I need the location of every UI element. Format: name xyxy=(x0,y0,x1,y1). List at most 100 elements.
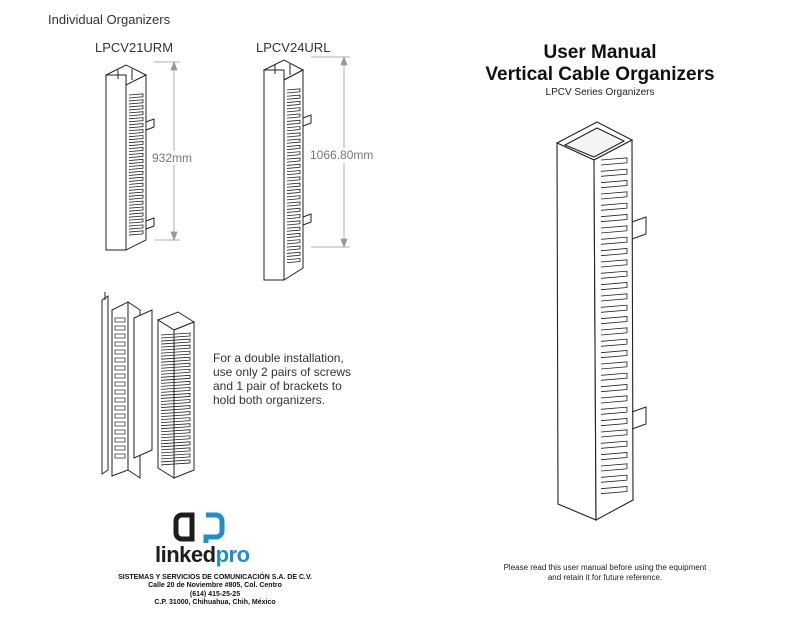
company-phone: (614) 415-25-25 xyxy=(189,590,241,598)
slot-outline xyxy=(286,251,301,257)
slot-outline xyxy=(600,327,628,336)
slot-outline xyxy=(286,144,301,150)
slot-outline xyxy=(114,389,126,395)
slot-outline xyxy=(286,88,301,94)
height-label-lpcv24url: 1066.80mm xyxy=(308,148,376,162)
slot-outline xyxy=(160,441,191,448)
slot-outline xyxy=(286,157,301,163)
slot-outline xyxy=(114,349,126,355)
slot-outline xyxy=(160,459,191,466)
slot-outline xyxy=(128,164,144,170)
slot-outline xyxy=(600,452,628,461)
slot-outline xyxy=(286,207,301,213)
brand-name: linkedpro xyxy=(155,542,250,568)
slot-outline xyxy=(600,440,628,449)
slot-outline xyxy=(286,132,301,138)
slot-outline xyxy=(600,248,628,257)
slot-outline xyxy=(128,176,144,182)
slot-outline xyxy=(160,380,191,387)
slot-outline xyxy=(128,200,144,206)
slot-outline xyxy=(128,105,144,111)
slot-outline xyxy=(600,316,628,325)
slot-outline xyxy=(128,170,144,176)
slot-outline xyxy=(128,188,144,194)
slot-outline xyxy=(128,194,144,200)
slot-outline xyxy=(600,202,628,211)
slot-outline xyxy=(160,386,191,393)
slot-outline xyxy=(600,463,628,472)
brand-name-part2: pro xyxy=(215,542,250,567)
slot-outline xyxy=(114,429,126,435)
slot-outline xyxy=(286,201,301,207)
slot-outline xyxy=(160,429,191,436)
slot-outline xyxy=(128,123,144,129)
slot-outline xyxy=(128,111,144,117)
slot-outline xyxy=(114,437,126,443)
slot-outline xyxy=(600,180,628,189)
slot-outline xyxy=(286,176,301,182)
slot-outline xyxy=(114,405,126,411)
slot-outline xyxy=(128,218,144,224)
slot-outline xyxy=(286,245,301,251)
slot-outline xyxy=(286,113,301,119)
slot-outline xyxy=(114,453,126,459)
slot-outline xyxy=(286,182,301,188)
slot-outline xyxy=(128,93,144,99)
slot-outline xyxy=(286,100,301,106)
slot-outline xyxy=(286,232,301,238)
slot-outline xyxy=(160,332,191,339)
slot-outline xyxy=(160,447,191,454)
slot-outline xyxy=(114,397,126,403)
slot-outline xyxy=(128,146,144,153)
slot-outline xyxy=(600,236,628,245)
slot-outline xyxy=(600,293,628,302)
section-title: Individual Organizers xyxy=(48,12,171,27)
slot-outline xyxy=(600,418,628,427)
slot-outline xyxy=(128,152,144,158)
slot-outline xyxy=(128,224,144,230)
slot-outline xyxy=(286,126,301,132)
double-installation-note: For a double installation, use only 2 pa… xyxy=(213,351,352,407)
slot-outline xyxy=(128,182,144,188)
slot-outline xyxy=(128,141,144,147)
slot-outline xyxy=(160,435,191,442)
slot-outline xyxy=(114,317,126,323)
slot-outline xyxy=(128,117,144,123)
slot-outline xyxy=(600,225,628,234)
slot-outline xyxy=(160,368,191,375)
slot-outline xyxy=(114,325,126,331)
company-street: Calle 20 de Noviembre #805, Col. Centro xyxy=(148,582,282,590)
slot-outline xyxy=(160,350,191,357)
slot-outline xyxy=(600,384,628,393)
slot-outline xyxy=(160,362,191,369)
slot-outline xyxy=(600,361,628,370)
slot-outline xyxy=(286,214,301,220)
brand-name-part1: linked xyxy=(155,542,216,567)
slot-outline xyxy=(600,259,628,268)
slot-outline xyxy=(286,195,301,201)
height-label-lpcv21urm: 932mm xyxy=(150,151,195,165)
slot-outline xyxy=(160,423,191,430)
slot-outline xyxy=(600,474,628,483)
slot-outline xyxy=(286,220,301,226)
slot-outline xyxy=(600,406,628,415)
slot-outline xyxy=(600,191,628,200)
slot-outline xyxy=(160,417,191,424)
slot-outline xyxy=(114,365,126,371)
slot-outline xyxy=(160,405,191,411)
slot-outline xyxy=(600,282,628,291)
slot-outline xyxy=(160,393,191,399)
slot-outline xyxy=(600,214,628,223)
company-name: SISTEMAS Y SERVICIOS DE COMUNICACIÓN S.A… xyxy=(118,574,312,581)
slot-outline xyxy=(128,230,144,236)
slot-outline xyxy=(286,258,301,264)
slot-outline xyxy=(600,157,628,166)
slot-outline xyxy=(286,163,301,169)
manual-title: User Manual xyxy=(543,42,657,63)
slot-outline xyxy=(128,206,144,212)
slot-outline xyxy=(286,151,301,157)
slot-outline xyxy=(114,373,126,379)
